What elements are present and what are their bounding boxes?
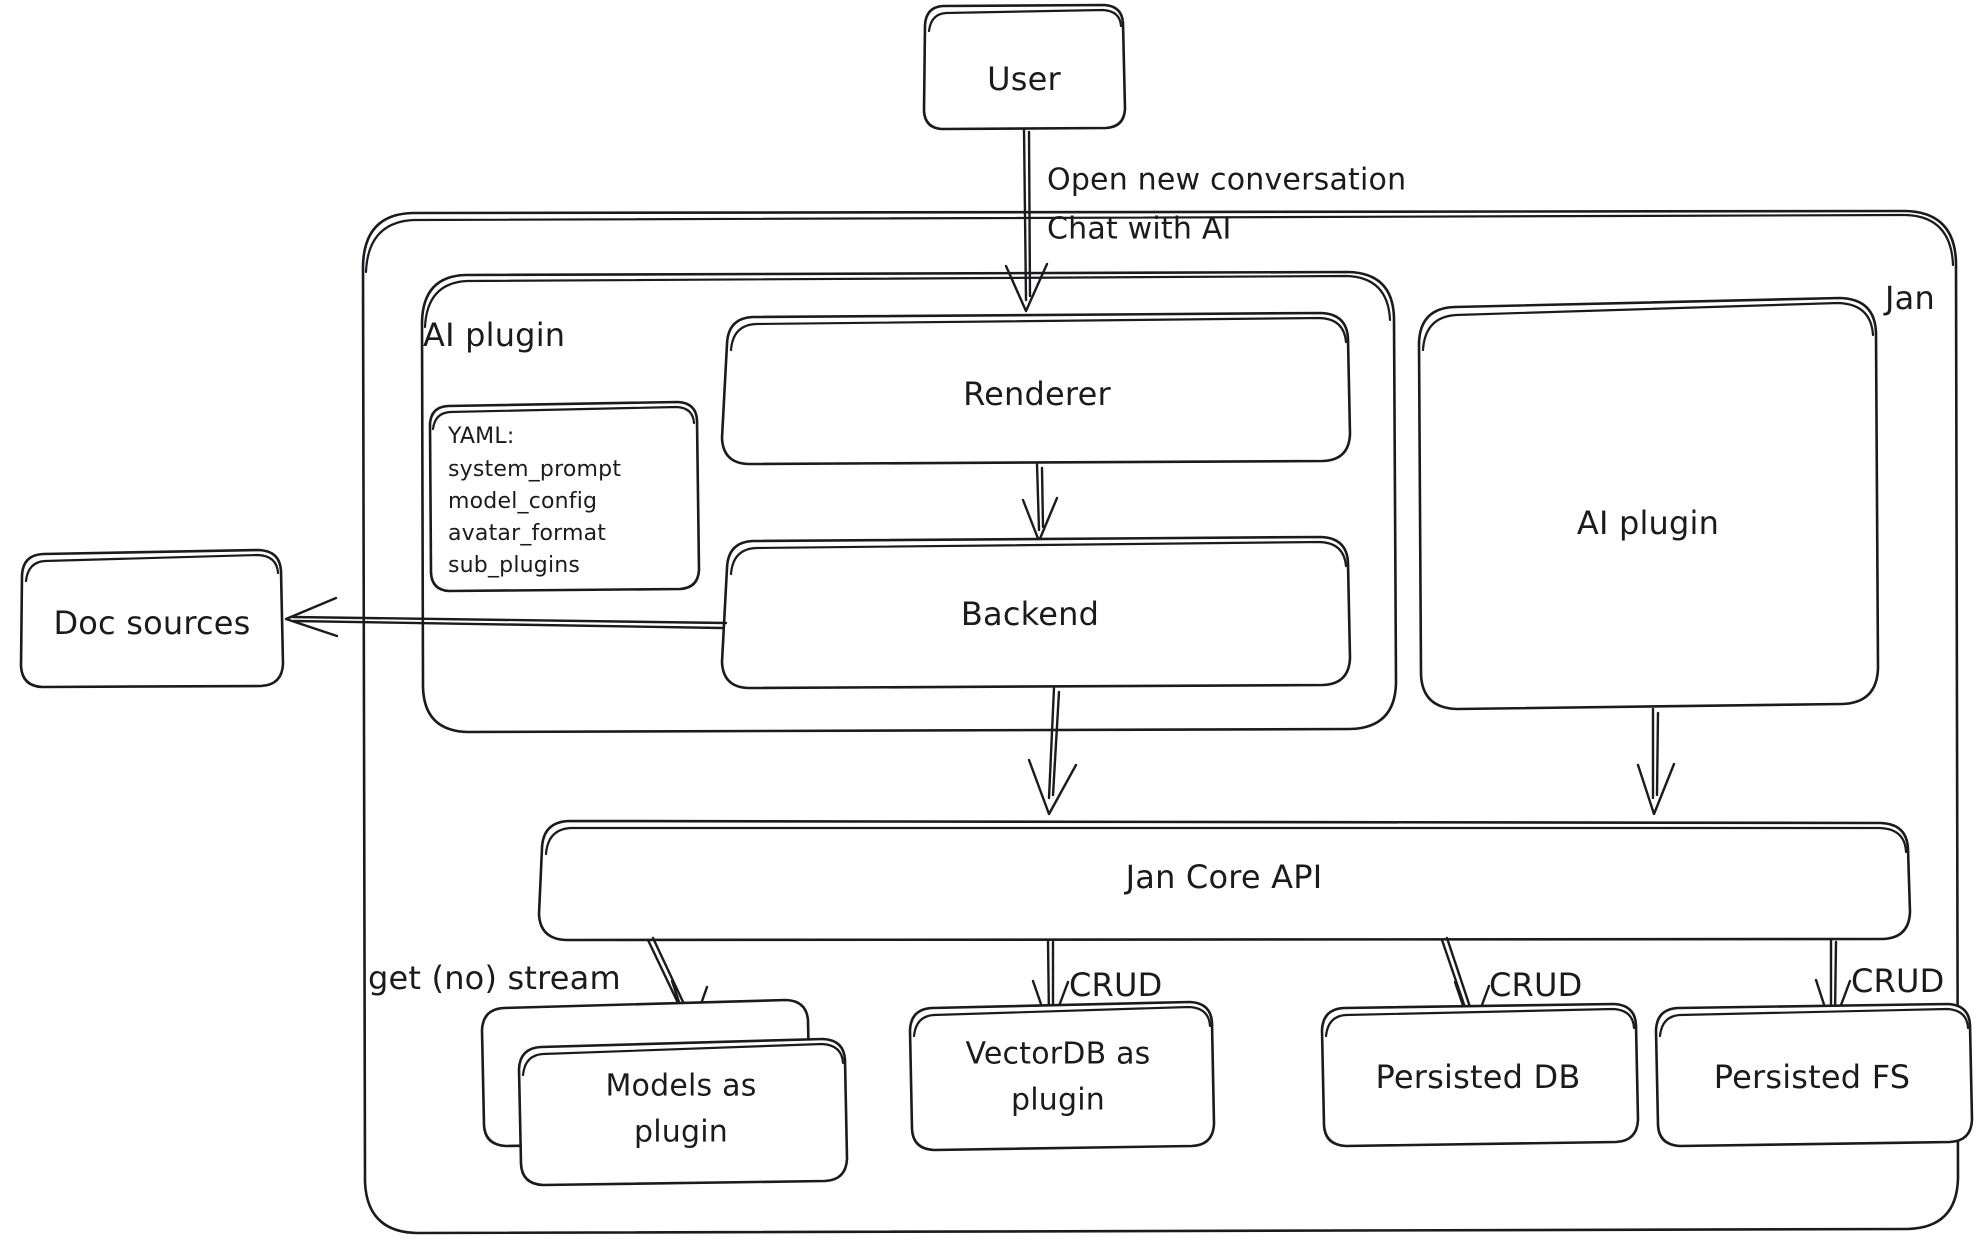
node-yaml-line-4: sub_plugins (448, 553, 581, 579)
node-vectordb-as-plugin-label-line1: VectorDB as (965, 1036, 1151, 1072)
edge-core-to-vectordb-label: CRUD (1069, 966, 1163, 1005)
node-renderer-label: Renderer (963, 375, 1111, 414)
edge-backend-to-core (1027, 686, 1078, 816)
node-yaml-line-2: model_config (448, 489, 598, 515)
edge-core-to-models-label: get (no) stream (368, 959, 621, 998)
node-yaml-shape (428, 400, 701, 593)
node-yaml-line-0: YAML: (448, 424, 515, 450)
node-backend-shape[interactable] (720, 535, 1352, 690)
node-jan-core-api-shape[interactable] (537, 819, 1912, 942)
edge-core-to-persisted-db-label: CRUD (1489, 966, 1583, 1005)
node-doc-sources-label: Doc sources (53, 604, 251, 643)
node-ai-plugin-right-shape[interactable] (1417, 296, 1880, 711)
node-models-as-plugin-label-line1: Models as (605, 1068, 757, 1104)
node-jan-core-api-label: Jan Core API (1125, 858, 1323, 897)
edge-core-to-persisted-fs-label: CRUD (1851, 962, 1945, 1001)
edge-user-to-renderer-label-line2: Chat with AI (1047, 211, 1232, 247)
edge-user-to-renderer (1004, 127, 1049, 313)
node-vectordb-as-plugin-label-line2: plugin (1011, 1082, 1105, 1118)
node-persisted-fs-label: Persisted FS (1713, 1058, 1911, 1097)
edge-backend-to-doc-sources (284, 596, 728, 638)
container-ai-plugin-group-label: AI plugin (423, 316, 566, 355)
node-models-as-plugin-shape[interactable] (480, 998, 849, 1187)
container-jan-label: Jan (1885, 279, 1935, 318)
node-backend-label: Backend (960, 595, 1100, 634)
node-models-as-plugin-label-line2: plugin (634, 1114, 728, 1150)
node-user-shape[interactable] (922, 3, 1127, 131)
node-yaml-line-3: avatar_format (448, 521, 607, 547)
node-persisted-fs-shape[interactable] (1654, 1002, 1974, 1148)
node-vectordb-as-plugin-shape[interactable] (908, 1000, 1216, 1152)
edge-user-to-renderer-label-line1: Open new conversation (1047, 162, 1407, 198)
node-yaml-line-1: system_prompt (448, 457, 622, 483)
node-doc-sources-shape[interactable] (19, 548, 285, 689)
node-persisted-db-label: Persisted DB (1375, 1058, 1581, 1097)
node-persisted-db-shape[interactable] (1320, 1002, 1640, 1148)
node-renderer-shape[interactable] (720, 311, 1352, 466)
node-user-label: User (987, 60, 1061, 99)
edge-aiplugin-to-core (1636, 707, 1676, 816)
node-ai-plugin-right-label: AI plugin (1576, 504, 1720, 543)
